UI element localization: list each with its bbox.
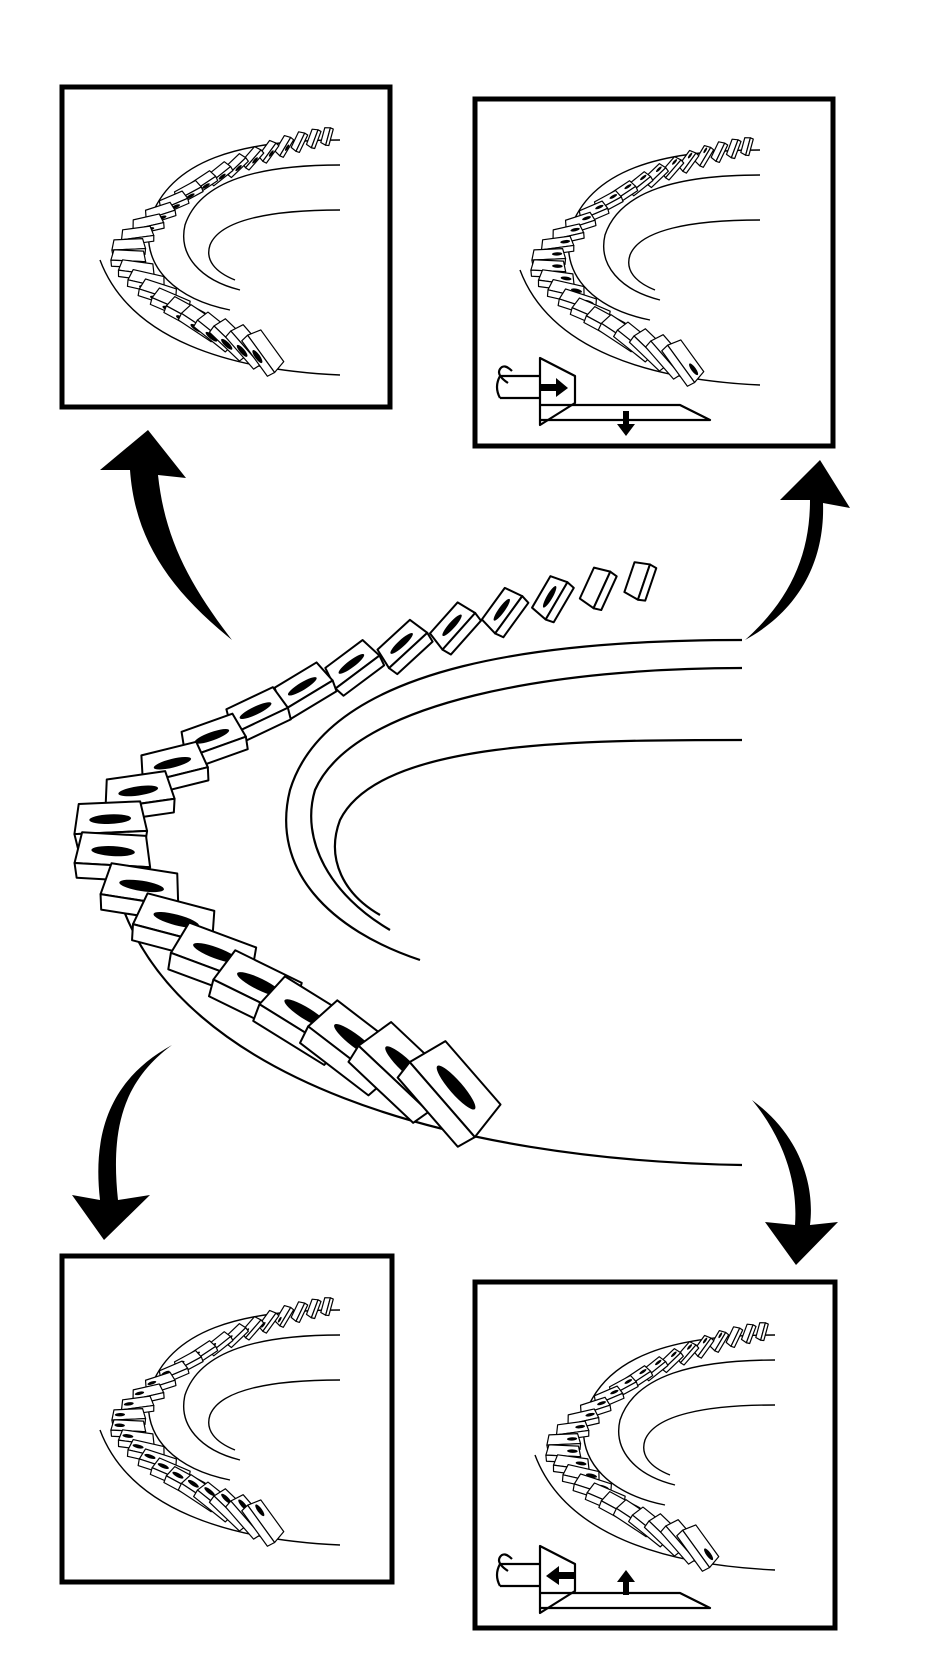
ring-inner-edge-2: [310, 666, 743, 931]
gear-tooth: [428, 601, 482, 656]
ring-gear-small-bottom-left: [99, 1297, 341, 1547]
ring-gear-small-top-left: [99, 127, 341, 377]
arrow-to-top-right: [745, 460, 850, 640]
gear-tooth: [480, 586, 530, 639]
gear-tooth: [623, 561, 658, 602]
ring-gear-small-top-right: [519, 137, 761, 387]
gear-tooth: [376, 618, 434, 676]
adjustment-icon-bottom-right: [495, 1544, 712, 1615]
arrow-to-bottom-left: [72, 1045, 172, 1240]
panel-bottom-left: [59, 1253, 395, 1585]
ring-inner-edge-3: [333, 738, 743, 916]
ring-outer-edge: [118, 899, 743, 1167]
arrow-to-top-left: [100, 430, 232, 640]
gear-tooth: [578, 566, 618, 612]
arrow-to-bottom-right: [752, 1100, 838, 1265]
gear-tooth: [531, 575, 575, 624]
panel-top-left: [59, 84, 393, 410]
ring-inner-edge-1: [285, 638, 743, 962]
gear-tooth: [396, 1040, 502, 1148]
ring-gear-small-bottom-right: [534, 1322, 776, 1572]
ring-gear-main: [73, 561, 743, 1167]
panel-bottom-right: [472, 1279, 838, 1631]
panel-top-right: [472, 96, 836, 449]
adjustment-icon-top-right: [495, 356, 712, 436]
